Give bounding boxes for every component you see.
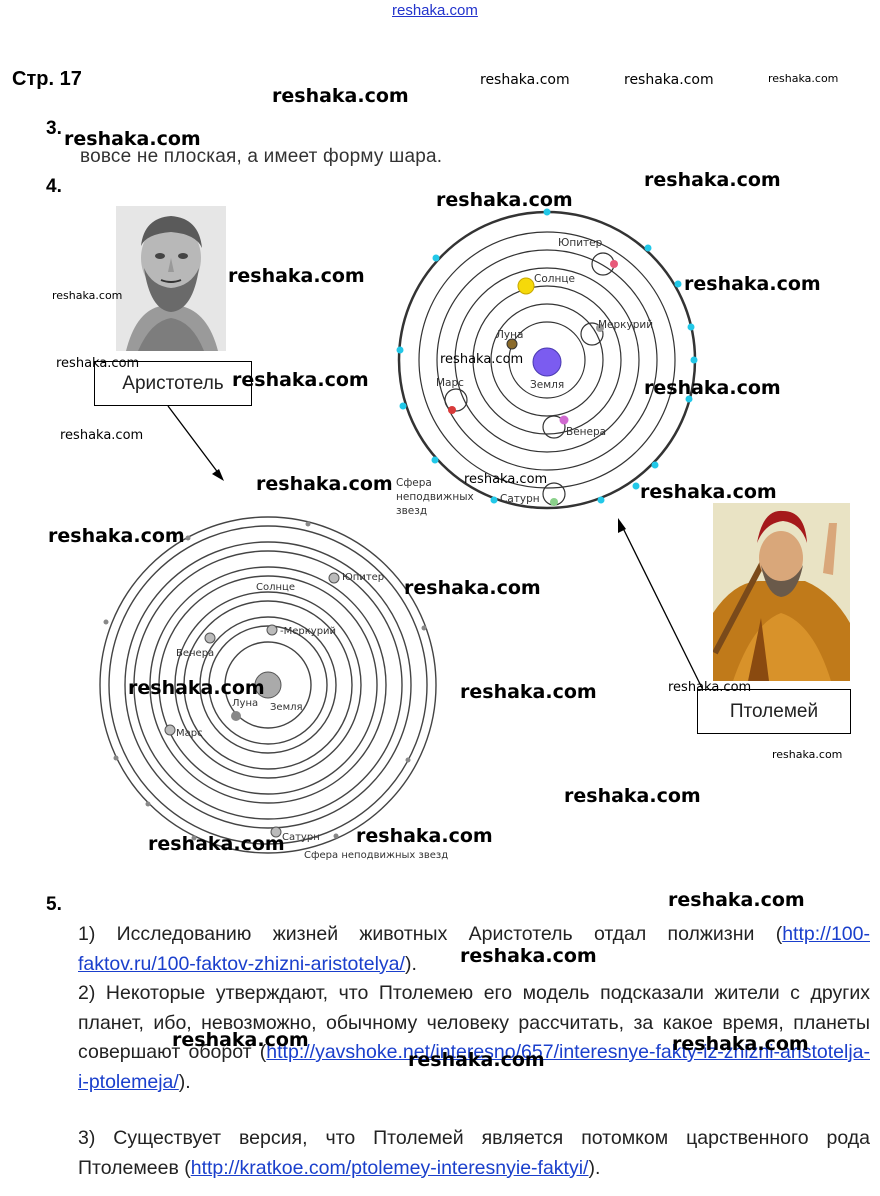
watermark: reshaka.com xyxy=(148,833,285,855)
fact-item-2-text: 2) Некоторые утверждают, что Птолемею ег… xyxy=(78,982,870,1063)
jupiter-planet xyxy=(610,260,618,268)
venus-planet xyxy=(204,632,216,644)
aristotle-label-sun: Солнце xyxy=(256,582,295,593)
watermark: reshaka.com xyxy=(624,72,714,88)
moon-planet xyxy=(506,338,518,350)
aristotle-arrowhead xyxy=(212,469,224,481)
ptolemy-label-earth: Земля xyxy=(530,379,564,391)
ptolemy-label: Птолемей xyxy=(697,689,851,734)
venus-planet xyxy=(559,415,569,425)
watermark: reshaka.com xyxy=(356,825,493,847)
question-4-number: 4. xyxy=(46,176,62,197)
watermark: reshaka.com xyxy=(464,472,548,487)
watermark: reshaka.com xyxy=(64,128,201,150)
watermark: reshaka.com xyxy=(56,356,140,371)
fact-item-3-link[interactable]: http://kratkoe.com/ptolemey-interesnyie-… xyxy=(190,1156,589,1179)
fact-item-1-text: 1) Исследованию жизней животных Аристоте… xyxy=(78,923,783,945)
watermark: reshaka.com xyxy=(768,72,839,85)
ptolemy-label-sphere-1: Сфера xyxy=(396,477,432,489)
watermark: reshaka.com xyxy=(256,473,393,495)
watermark: reshaka.com xyxy=(672,1033,809,1055)
fact-item-3-end: ). xyxy=(588,1156,601,1179)
ptolemy-label-saturn: Сатурн xyxy=(500,493,540,505)
question-3-number: 3. xyxy=(46,118,62,139)
jupiter-planet xyxy=(328,572,340,584)
ptolemy-label-sphere-3: звезд xyxy=(396,505,427,517)
watermark: reshaka.com xyxy=(408,1049,545,1071)
aristotle-label: Аристотель xyxy=(94,361,252,406)
watermark: reshaka.com xyxy=(460,681,597,703)
ptolemy-label-mars: Марс xyxy=(436,377,464,389)
watermark: reshaka.com xyxy=(272,85,409,107)
ptolemy-label-moon: Луна xyxy=(496,329,523,341)
watermark: reshaka.com xyxy=(480,72,570,88)
ptolemy-label-mercury: Меркурий xyxy=(598,319,653,331)
aristotle-label-jupiter: Юпитер xyxy=(342,572,384,583)
aristotle-label-venus: Венера xyxy=(176,648,214,659)
watermark: reshaka.com xyxy=(684,273,821,295)
page-heading: Стр. 17 xyxy=(12,68,82,90)
ptolemy-label-text: Птолемей xyxy=(729,700,819,722)
aristotle-label-text: Аристотель xyxy=(122,372,224,394)
ptolemy-label-jupiter: Юпитер xyxy=(558,237,603,249)
aristotle-label-mars: Марс xyxy=(176,728,203,739)
aristotle-label-sphere: Сфера неподвижных звезд xyxy=(304,850,448,861)
question-3-answer: вовсе не плоская, а имеет форму шара. xyxy=(80,146,443,167)
fact-item-2: 2) Некоторые утверждают, что Птолемею ег… xyxy=(78,979,870,1097)
fact-item-3: 3) Существует версия, что Птолемей являе… xyxy=(78,1124,870,1183)
aristotle-label-moon: Луна xyxy=(232,698,258,709)
watermark: reshaka.com xyxy=(404,577,541,599)
watermark: reshaka.com xyxy=(52,289,123,302)
mars-planet xyxy=(164,724,176,736)
watermark: reshaka.com xyxy=(644,169,781,191)
mercury-planet xyxy=(596,324,604,332)
fact-item-1: 1) Исследованию жизней животных Аристоте… xyxy=(78,920,870,979)
earth-planet xyxy=(254,671,282,699)
fact-item-2-link[interactable]: http://yavshoke.net/interesno/657/intere… xyxy=(78,1041,870,1093)
watermark: reshaka.com xyxy=(232,369,369,391)
site-link[interactable]: reshaka.com xyxy=(392,2,478,19)
watermark: reshaka.com xyxy=(48,525,185,547)
aristotle-arrow xyxy=(167,405,223,479)
earth-planet xyxy=(532,347,562,377)
watermark: reshaka.com xyxy=(564,785,701,807)
saturn-planet xyxy=(270,826,282,838)
ptolemy-label-venus: Венера xyxy=(566,426,606,438)
watermark: reshaka.com xyxy=(460,945,597,967)
aristotle-label-mercury: -Меркурий xyxy=(280,626,336,637)
watermark: reshaka.com xyxy=(668,889,805,911)
fact-item-1-link[interactable]: http://100-faktov.ru/100-faktov-zhizni-a… xyxy=(78,923,870,975)
saturn-planet xyxy=(550,498,558,506)
watermark: reshaka.com xyxy=(128,677,265,699)
aristotle-label-earth: Земля xyxy=(270,702,303,713)
watermark: reshaka.com xyxy=(172,1029,309,1051)
ptolemy-arrow xyxy=(619,521,703,689)
watermark: reshaka.com xyxy=(668,680,752,695)
watermark: reshaka.com xyxy=(772,748,843,761)
watermark: reshaka.com xyxy=(60,428,144,443)
watermark: reshaka.com xyxy=(436,189,573,211)
aristotle-portrait xyxy=(116,206,226,351)
ptolemy-portrait xyxy=(713,503,850,681)
fact-item-2-end: ). xyxy=(178,1070,191,1093)
question-5-number: 5. xyxy=(46,894,62,915)
ptolemy-diagram: Юпитер Солнце Меркурий Луна Земля Марс В… xyxy=(396,208,698,517)
fact-item-3-text: 3) Существует версия, что Птолемей являе… xyxy=(78,1127,870,1179)
mercury-planet xyxy=(266,624,278,636)
watermark: reshaka.com xyxy=(644,377,781,399)
mars-planet xyxy=(448,406,456,414)
moon-planet xyxy=(231,711,241,721)
watermark: reshaka.com xyxy=(440,352,524,367)
ptolemy-label-sphere-2: неподвижных xyxy=(396,491,474,503)
sun-planet xyxy=(517,277,535,295)
watermark: reshaka.com xyxy=(640,481,777,503)
fact-item-1-end: ). xyxy=(404,952,417,975)
watermark: reshaka.com xyxy=(228,265,365,287)
aristotle-label-saturn: Сатурн xyxy=(282,832,320,843)
aristotle-diagram: Юпитер Солнце -Меркурий Венера Луна Земл… xyxy=(99,516,448,861)
ptolemy-label-sun: Солнце xyxy=(534,273,575,285)
ptolemy-arrowhead xyxy=(618,518,626,533)
